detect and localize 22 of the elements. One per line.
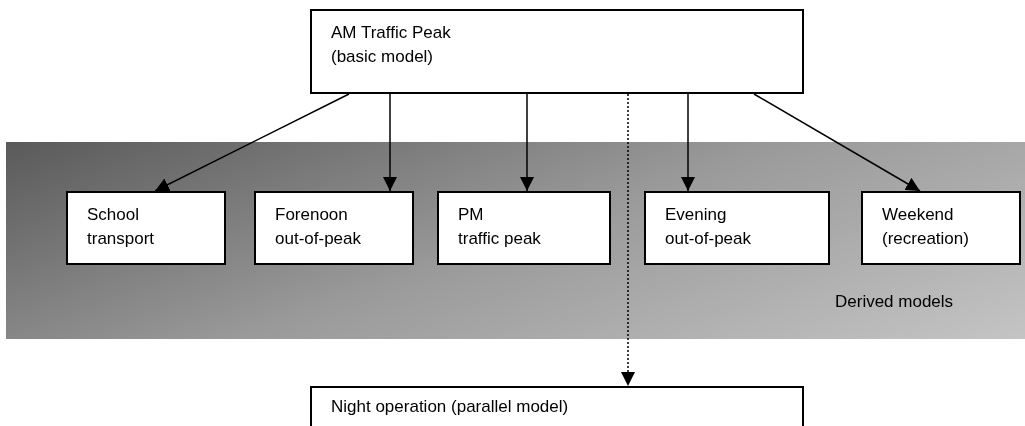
process-box	[310, 9, 804, 94]
box-label: Weekend (recreation)	[882, 204, 970, 250]
box-label: School transport	[87, 204, 156, 250]
process-box	[437, 191, 611, 265]
group-label: Derived models	[835, 291, 955, 313]
process-box	[644, 191, 830, 265]
arrow	[154, 93, 350, 192]
arrow	[383, 93, 397, 192]
process-box	[66, 191, 226, 265]
process-box	[310, 386, 804, 426]
arrow	[681, 93, 695, 192]
arrow	[520, 93, 534, 192]
box-label: AM Traffic Peak (basic model)	[331, 22, 452, 68]
arrow	[753, 93, 921, 192]
box-label: Evening out-of-peak	[665, 204, 752, 250]
box-label: Night operation (parallel model)	[331, 396, 570, 418]
dotted-arrow	[621, 93, 635, 387]
box-label: Forenoon out-of-peak	[275, 204, 362, 250]
group-band	[6, 142, 1025, 339]
process-box	[254, 191, 414, 265]
process-box	[861, 191, 1021, 265]
box-label: PM traffic peak	[458, 204, 542, 250]
